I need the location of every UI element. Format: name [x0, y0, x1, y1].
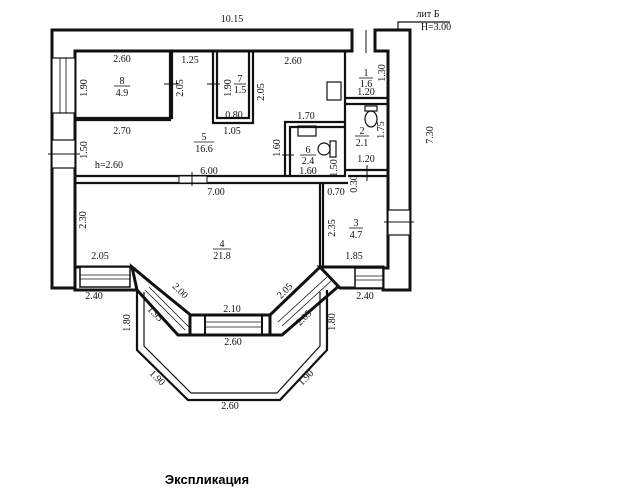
dim-bay-mid-inner: 2.10 — [223, 304, 241, 315]
dim-top-total: 10.15 — [221, 14, 244, 25]
label-leader — [397, 21, 450, 30]
dim-door: 0.70 — [327, 187, 345, 198]
dim-window-right: 2.40 — [356, 291, 374, 302]
dim-r7-bottom-outer: 1.05 — [223, 126, 241, 137]
dim-balcony-diag-right: 1.90 — [296, 368, 316, 388]
dim-right-total: 7.30 — [425, 126, 436, 144]
dim-r6-left: 1.60 — [272, 139, 283, 157]
balcony — [135, 290, 329, 402]
dim-balcony-diag-left: 1.90 — [147, 368, 167, 388]
dim-r3-bottom: 1.85 — [345, 251, 363, 262]
room-3-area: 4.7 — [350, 230, 363, 241]
dim-bay-left-inner: 2.00 — [170, 281, 190, 301]
dim-r6-right: 1.50 — [329, 159, 340, 177]
room-2-area: 2.1 — [356, 138, 369, 149]
room-6-area: 2.4 — [302, 156, 315, 167]
dim-corridor-inner: 6.00 — [200, 166, 218, 177]
interior-walls — [75, 51, 388, 268]
dim-r4-left: 2.30 — [78, 211, 89, 229]
dim-r8-right: 2.05 — [175, 79, 186, 97]
dim-gap-top: 1.25 — [181, 55, 199, 66]
dim-r6-bottom: 1.60 — [299, 166, 317, 177]
bay-window — [73, 263, 385, 337]
dim-r8-left: 1.90 — [79, 79, 90, 97]
dim-r7-left: 1.90 — [223, 79, 234, 97]
room-5-number: 5 — [202, 132, 207, 143]
dim-r4-left-bottom: 2.05 — [91, 251, 109, 262]
room-2-number: 2 — [360, 126, 365, 137]
dim-r7-right: 2.05 — [256, 83, 267, 101]
dim-r8-bottom: 2.70 — [113, 126, 131, 137]
dim-r1-right: 1.30 — [377, 64, 388, 82]
outer-walls — [48, 28, 414, 292]
room-7-area: 1.5 — [234, 85, 247, 96]
dim-bay-mid-outer: 2.60 — [224, 337, 242, 348]
dim-r2-right: 1.75 — [376, 121, 387, 139]
room-6-number: 6 — [306, 145, 311, 156]
dim-wall: 0.30 — [349, 175, 360, 193]
dim-window-left: 2.40 — [85, 291, 103, 302]
room-4-area: 21.8 — [213, 251, 231, 262]
dim-balcony-right: 1.80 — [327, 313, 338, 331]
dim-r6-top: 1.70 — [297, 111, 315, 122]
dim-r5-window: 1.50 — [79, 141, 90, 159]
dim-balcony-bottom: 2.60 — [221, 401, 239, 412]
dim-r3-left: 2.35 — [327, 219, 338, 237]
dim-r2-bottom: 1.20 — [357, 154, 375, 165]
room-8-area: 4.9 — [116, 88, 129, 99]
dim-r7-bottom-inner: 0.80 — [225, 110, 243, 121]
dim-balcony-left: 1.80 — [122, 314, 133, 332]
dim-r8-top: 2.60 — [113, 54, 131, 65]
building-label: лит Б — [417, 9, 440, 20]
room-3-number: 3 — [354, 218, 359, 229]
explication-heading: Экспликация — [165, 472, 249, 487]
room-7-number: 7 — [238, 74, 243, 85]
dim-r5-top: 2.60 — [284, 56, 302, 67]
room-5-area: 16.6 — [195, 144, 213, 155]
dim-corridor-outer: 7.00 — [207, 187, 225, 198]
ceiling-height: h=2.60 — [95, 160, 123, 171]
room-1-area: 1.6 — [360, 79, 373, 90]
height-label: H=3.00 — [421, 22, 451, 33]
labels: 10.15 лит Б H=3.00 2.60 1.25 2.60 1.90 8… — [78, 9, 451, 487]
room-1-number: 1 — [364, 68, 369, 79]
room-4-number: 4 — [220, 239, 225, 250]
dim-r1-bottom: 1.20 — [357, 87, 375, 98]
room-8-number: 8 — [120, 76, 125, 87]
